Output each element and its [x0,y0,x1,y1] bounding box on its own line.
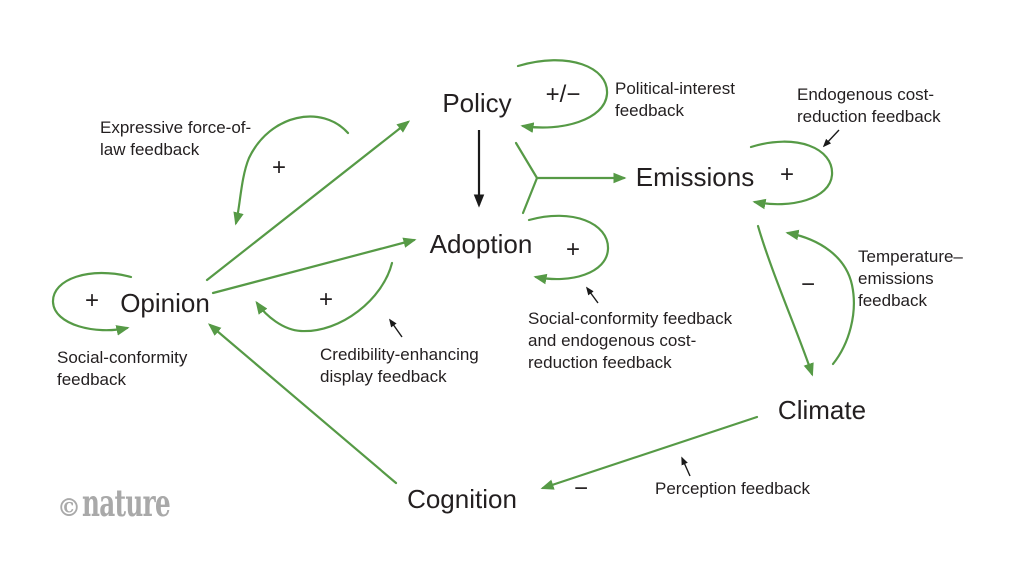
label-political-line2: feedback [615,101,684,120]
pointer-endogenous-label [822,129,840,148]
sign-political-interest: +/− [546,81,581,108]
node-opinion: Opinion [120,288,210,318]
label-social-opinion-line2: feedback [57,370,126,389]
label-endogenous-line1: Endogenous cost- [797,85,934,104]
arc-climate-to-emissions-temperature [785,229,855,366]
label-credibility-line1: Credibility-enhancing [320,345,479,364]
node-policy: Policy [442,88,511,118]
label-social-adoption-line1: Social-conformity feedback [528,309,733,328]
arrow-cognition-to-opinion [207,323,398,485]
label-social-adoption-line3: reduction feedback [528,353,672,372]
text-layer: Policy Emissions Adoption Opinion Climat… [57,79,963,514]
sign-expressive-force: + [272,154,286,181]
junction-branch-from-policy [514,141,539,180]
pointer-social-adoption-label [586,286,599,304]
adoption-self-loop [527,214,610,285]
node-climate: Climate [778,395,866,425]
label-social-adoption-line2: and endogenous cost- [528,331,696,350]
arc-adoption-to-opinion-credibility [255,261,394,333]
label-expressive-line2: law feedback [100,140,200,159]
label-social-opinion-line1: Social-conformity [57,348,188,367]
nature-logo-text: nature [82,481,170,525]
opinion-self-loop [51,271,133,336]
sign-perception: − [574,475,588,502]
arrow-emissions-to-climate [756,224,814,377]
label-expressive-line1: Expressive force-of- [100,118,251,137]
arrow-climate-to-cognition [540,415,759,490]
node-cognition: Cognition [407,484,517,514]
arrow-opinion-to-adoption [211,237,417,295]
label-endogenous-line2: reduction feedback [797,107,941,126]
copyright-symbol: © [57,493,81,522]
node-adoption: Adoption [430,229,533,259]
sign-social-conformity-opinion: + [85,287,99,314]
label-temperature-line3: feedback [858,291,927,310]
label-temperature-line2: emissions [858,269,934,288]
policy-self-loop [516,59,609,133]
sign-social-conformity-adoption: + [566,236,580,263]
pointer-credibility-label [389,318,403,338]
emissions-self-loop [749,140,834,210]
junction-branch-from-adoption [521,176,539,215]
label-perception-line1: Perception feedback [655,479,810,498]
label-temperature-line1: Temperature– [858,247,963,266]
arrow-opinion-to-policy [205,120,411,282]
sign-credibility-display: + [319,286,333,313]
label-political-line1: Political-interest [615,79,735,98]
sign-endogenous-cost: + [780,161,794,188]
node-emissions: Emissions [636,162,754,192]
nature-watermark: ©nature [57,481,170,525]
arc-policy-to-opinion-expressive [233,115,350,226]
green-arrow-layer [51,59,855,490]
pointer-arrow-layer [389,129,840,477]
label-credibility-line2: display feedback [320,367,447,386]
sign-temperature-emissions: − [801,271,815,298]
pointer-perception-label [681,456,691,477]
